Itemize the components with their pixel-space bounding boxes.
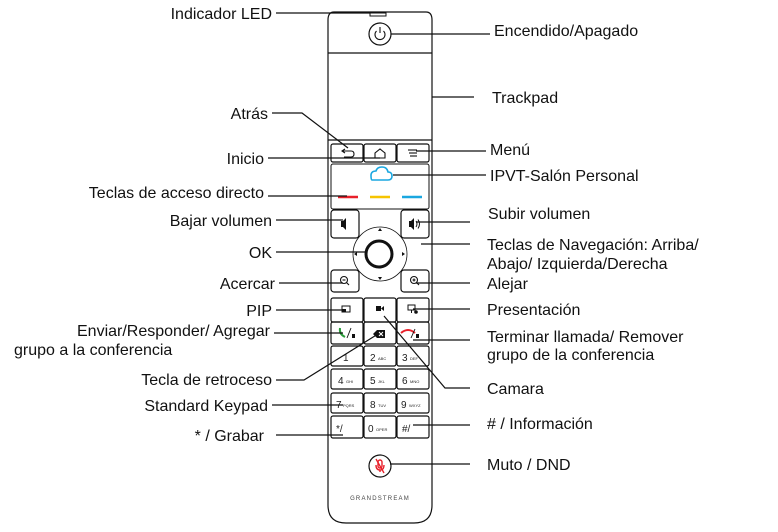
hangup-icon: [401, 329, 419, 338]
brand-logo-text: GRANDSTREAM: [350, 496, 410, 502]
label-hotkeys: Teclas de acceso directo: [89, 185, 264, 202]
zoom-in-icon: [341, 277, 350, 286]
label-end-line2: grupo de la conferencia: [487, 347, 654, 364]
leader-lines: [268, 13, 490, 464]
label-zoom-in: Acercar: [220, 276, 276, 293]
label-led: Indicador LED: [171, 6, 272, 23]
label-menu: Menú: [490, 142, 530, 159]
camera-icon: [376, 306, 384, 311]
mute-icon: [376, 459, 384, 473]
key-2-label: 2: [370, 353, 376, 364]
power-button[interactable]: [369, 23, 391, 45]
power-icon: [375, 27, 385, 40]
key-5-label: 5: [370, 376, 376, 387]
key-3-sub: DEF: [410, 356, 419, 361]
label-ipvt: IPVT-Salón Personal: [490, 168, 639, 185]
zoom-out-icon: [411, 277, 420, 286]
label-send-line2: grupo a la conferencia: [14, 342, 172, 359]
nav-up-arrow[interactable]: [378, 228, 382, 231]
key-0-label: 0: [368, 424, 374, 435]
key-4-label: 4: [338, 376, 344, 387]
label-power: Encendido/Apagado: [494, 23, 638, 40]
backspace-icon: [373, 330, 385, 338]
label-keypad: Standard Keypad: [144, 398, 268, 415]
zoom-out-button[interactable]: [401, 270, 429, 292]
cloud-icon[interactable]: [371, 167, 392, 180]
navigation-ring[interactable]: [353, 227, 407, 281]
zoom-in-button[interactable]: [331, 270, 359, 292]
label-info: # / Información: [487, 416, 593, 433]
key-8-sub: TUV: [378, 403, 386, 408]
home-icon: [375, 149, 385, 158]
back-arrow-icon: [342, 149, 354, 157]
key-5-sub: JKL: [378, 379, 386, 384]
label-home: Inicio: [227, 151, 264, 168]
key-2-sub: ABC: [378, 356, 386, 361]
key-9-label: 9: [401, 400, 407, 411]
key-7-sub: PQRS: [343, 403, 355, 408]
key-8-label: 8: [370, 400, 376, 411]
label-ok: OK: [249, 245, 272, 262]
label-nav-line1: Teclas de Navegación: Arriba/: [487, 237, 699, 254]
nav-right-arrow[interactable]: [402, 252, 405, 256]
label-backspace: Tecla de retroceso: [141, 372, 272, 389]
pip-icon: [342, 306, 350, 312]
label-camera: Camara: [487, 381, 544, 398]
nav-left-arrow[interactable]: [354, 252, 357, 256]
ok-button[interactable]: [366, 241, 392, 267]
menu-icon: [408, 150, 417, 156]
volume-up-icon: [409, 218, 420, 230]
led-indicator: [370, 13, 386, 16]
key-0-sub: OPER: [376, 427, 387, 432]
label-trackpad: Trackpad: [492, 90, 558, 107]
key-6-label: 6: [402, 376, 408, 387]
label-zoom-out: Alejar: [487, 276, 529, 293]
label-volume-down: Bajar volumen: [170, 213, 272, 230]
key-star-label: */: [336, 424, 343, 435]
key-3-label: 3: [402, 353, 408, 364]
label-mute: Muto / DND: [487, 457, 571, 474]
label-record: * / Grabar: [195, 428, 265, 445]
label-volume-up: Subir volumen: [488, 206, 590, 223]
label-pip: PIP: [246, 303, 272, 320]
key-9-sub: WXYZ: [409, 403, 421, 408]
label-nav-line2: Abajo/ Izquierda/Derecha: [487, 256, 668, 273]
key-hash-label: #/: [402, 424, 411, 435]
volume-up-button[interactable]: [401, 210, 429, 238]
label-send-line1: Enviar/Responder/ Agregar: [77, 323, 271, 340]
key-4-sub: GHI: [346, 379, 353, 384]
label-presentation: Presentación: [487, 302, 580, 319]
nav-down-arrow[interactable]: [378, 277, 382, 280]
key-6-sub: MNO: [410, 379, 419, 384]
label-back: Atrás: [231, 106, 268, 123]
hotkey-panel: [331, 164, 429, 209]
label-end-line1: Terminar llamada/ Remover: [487, 329, 684, 346]
home-button[interactable]: [364, 144, 396, 162]
